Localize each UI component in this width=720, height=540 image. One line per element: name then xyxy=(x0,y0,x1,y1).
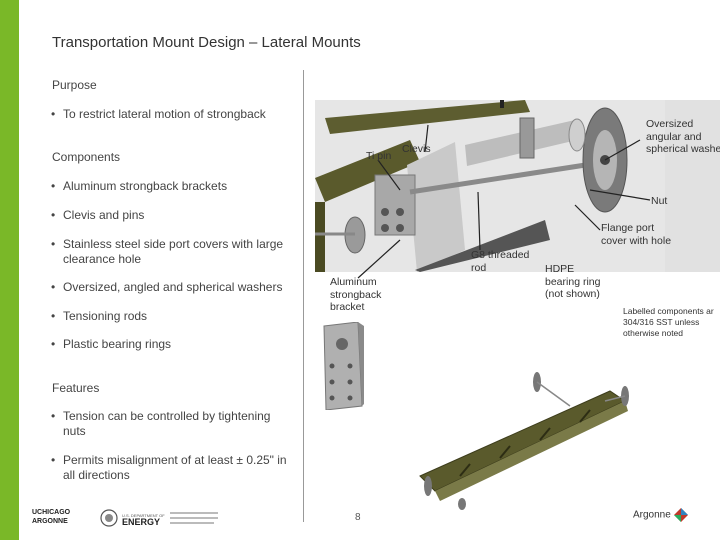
svg-text:U.S. DEPARTMENT OF: U.S. DEPARTMENT OF xyxy=(122,513,165,518)
callout-hdpe-bearing-ring: HDPE bearing ring (not shown) xyxy=(545,263,601,300)
callout-g8-threaded-rod: G8 threaded rod xyxy=(471,249,530,274)
doe-energy-logo: U.S. DEPARTMENT OF ENERGY xyxy=(100,509,218,527)
svg-text:ENERGY: ENERGY xyxy=(122,517,160,527)
callout-clevis: Clevis xyxy=(402,143,431,155)
bracket-detail-image xyxy=(323,322,364,410)
column-divider xyxy=(303,70,304,522)
features-bullet-1: Tension can be controlled by tightening … xyxy=(51,409,288,439)
components-bullet-5: Tensioning rods xyxy=(51,309,303,324)
features-bullet-2: Permits misalignment of at least ± 0.25"… xyxy=(51,453,293,483)
features-heading: Features xyxy=(52,381,100,395)
callout-flange-port-cover: Flange port cover with hole xyxy=(601,222,672,247)
accent-sidebar-bar xyxy=(0,0,19,540)
page-number: 8 xyxy=(355,512,361,523)
components-bullet-4: Oversized, angled and spherical washers xyxy=(51,280,303,295)
slide-title: Transportation Mount Design – Lateral Mo… xyxy=(52,34,361,51)
uchicago-argonne-logo: UCHICAGO ARGONNE xyxy=(32,509,71,525)
components-bullet-3: Stainless steel side port covers with la… xyxy=(51,237,293,267)
components-bullet-2: Clevis and pins xyxy=(51,208,303,223)
components-bullet-6: Plastic bearing rings xyxy=(51,337,303,352)
components-heading: Components xyxy=(52,150,121,164)
argonne-mark-icon xyxy=(673,508,688,522)
callout-ti-pin: Ti pin xyxy=(366,150,392,162)
strongback-assembly-image xyxy=(419,372,629,510)
purpose-bullet-1: To restrict lateral motion of strongback xyxy=(51,107,303,122)
purpose-heading: Purpose xyxy=(52,78,97,92)
argonne-logo: Argonne xyxy=(633,508,693,530)
callout-nut: Nut xyxy=(651,195,668,207)
callout-oversized-washers: Oversized angular and spherical washe xyxy=(646,118,720,155)
callout-aluminum-bracket: Aluminum strongback bracket xyxy=(330,276,382,313)
callout-material-note: Labelled components ar 304/316 SST unles… xyxy=(623,306,714,338)
components-bullet-1: Aluminum strongback brackets xyxy=(51,179,303,194)
